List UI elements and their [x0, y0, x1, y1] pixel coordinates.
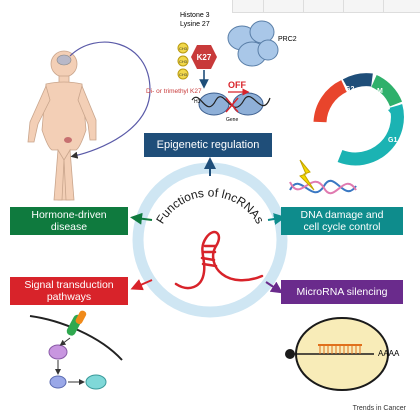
human-figure [27, 50, 97, 201]
arrow-dna [267, 213, 286, 225]
signal-label-line1: Signal transduction [24, 279, 114, 291]
cell-membrane [29, 315, 123, 361]
signal-label: Signal transduction pathways [24, 279, 113, 303]
hormone-label: Hormone-driven disease [31, 209, 106, 233]
nucleosomes [191, 92, 271, 116]
center-disc [144, 174, 276, 306]
ch3-label-1: CH3 [179, 46, 188, 51]
lightning-bolt-icon [299, 159, 315, 191]
dna-label: DNA damage and cell cycle control [301, 209, 384, 233]
phase-g2: G2 [345, 86, 354, 93]
arrow-microrna [265, 281, 283, 294]
ch3-label-3: CH3 [179, 72, 188, 77]
epigenetic-label: Epigenetic regulation [156, 139, 260, 151]
off-label: OFF [228, 80, 246, 90]
methyl-groups [177, 42, 189, 80]
polya-label: AAAA [378, 349, 400, 358]
cell-cycle-wheel [313, 73, 404, 166]
arrow-hormone [130, 212, 153, 225]
phase-g1: G1 [388, 137, 397, 144]
phase-m: M [377, 88, 383, 95]
signal-protein-1 [48, 344, 68, 360]
lncrna-hairpin [174, 230, 264, 290]
hormone-label-line2: disease [50, 221, 88, 233]
prc2-label: PRC2 [278, 36, 297, 43]
h3-label: H3 [194, 99, 201, 105]
signal-arrow-1 [59, 337, 71, 346]
box-hormone-driven-disease: Hormone-driven disease [10, 207, 128, 235]
phase-s: S [335, 113, 340, 120]
receptor-orange [75, 310, 87, 325]
signal-label-line2: pathways [46, 291, 92, 303]
k27-hexagon [191, 45, 217, 69]
box-dna-damage: DNA damage and cell cycle control [281, 207, 403, 235]
cycle-arrowhead [388, 104, 402, 120]
box-signal-transduction: Signal transduction pathways [10, 277, 128, 305]
prc2-complex [227, 20, 279, 67]
microrna-label: MicroRNA silencing [296, 286, 388, 298]
hormone-signal-arrow [69, 41, 151, 159]
top-edge-strip [232, 0, 420, 13]
arrow-signal [130, 279, 153, 291]
k27-label: K27 [197, 53, 212, 62]
mirna-pairing [319, 345, 361, 354]
mrna-cap [285, 349, 295, 359]
journal-credit: Trends in Cancer [352, 405, 406, 412]
signal-protein-2 [49, 375, 67, 389]
histone-label-2: Lysine 27 [180, 21, 210, 28]
dna-label-line1: DNA damage and [300, 209, 384, 221]
methyl-note: Di- or trimethyl K27 [146, 88, 202, 95]
box-epigenetic-regulation: Epigenetic regulation [144, 133, 272, 157]
hormone-label-line1: Hormone-driven [31, 209, 107, 221]
ch3-label-2: CH3 [179, 59, 188, 64]
brain-highlight [56, 54, 72, 66]
signal-protein-3 [85, 374, 107, 390]
gene-label: Gene [226, 117, 239, 123]
dna-helix [289, 179, 357, 195]
histone-label-1: Histone 3 [180, 12, 210, 19]
box-microrna-silencing: MicroRNA silencing [281, 280, 403, 304]
dna-label-line2: cell cycle control [303, 221, 381, 233]
gonad-highlight [64, 137, 72, 143]
off-cross-b [225, 97, 239, 113]
